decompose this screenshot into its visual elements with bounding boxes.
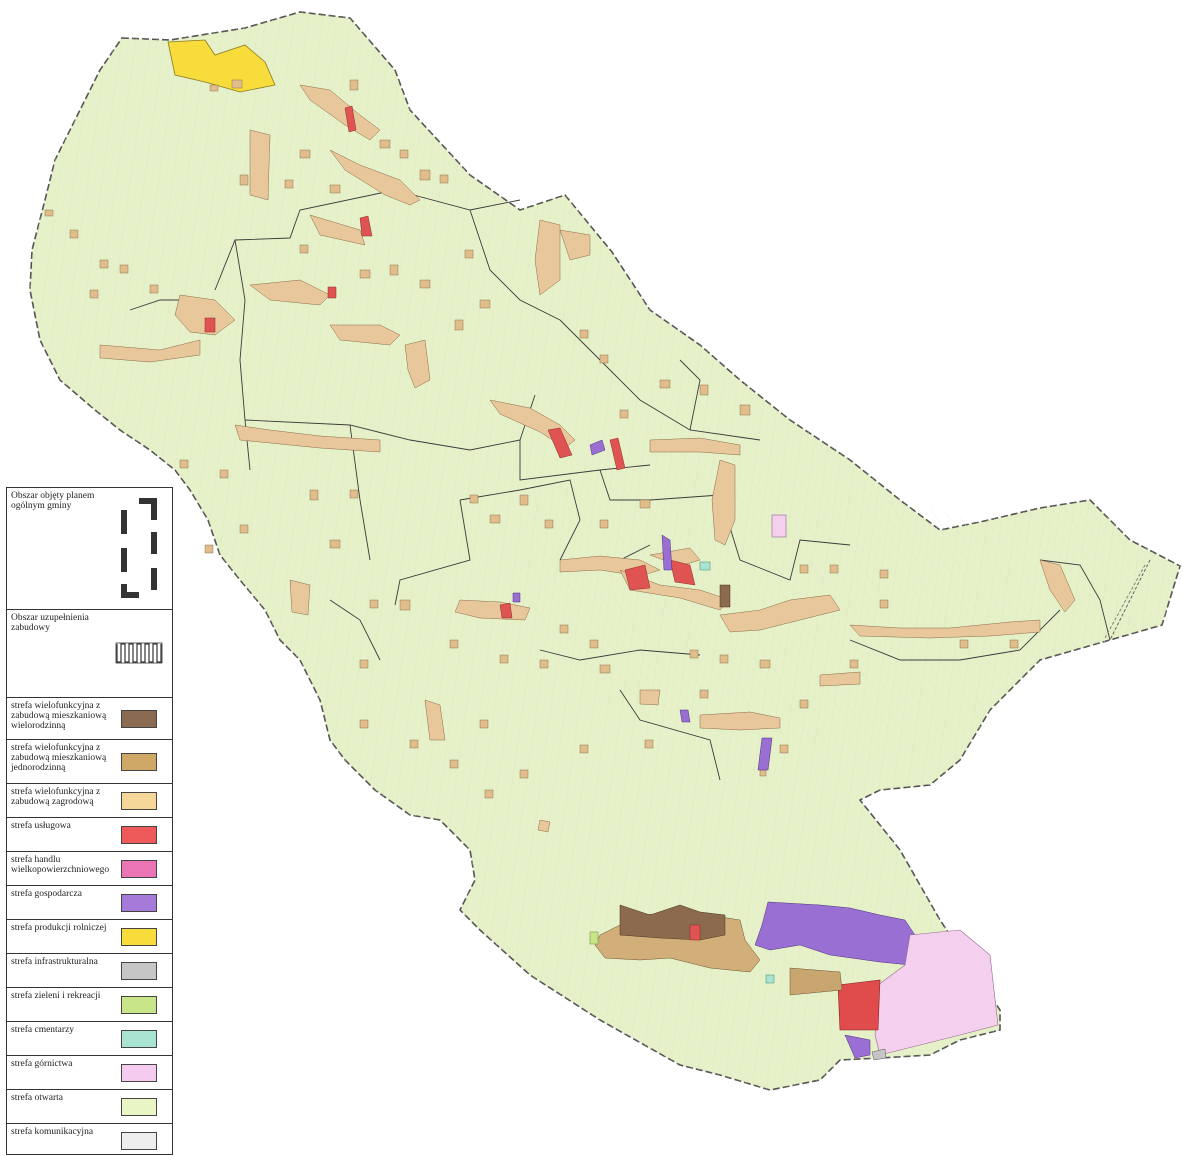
legend-swatch-open [121, 1098, 157, 1116]
legend-label: strefa gospodarcza [11, 889, 82, 899]
legend-label: strefa cmentarzy [11, 1025, 75, 1035]
legend-swatch-farmstead [121, 792, 157, 810]
legend-label: strefa wielofunkcyjna z zabudową mieszka… [11, 701, 107, 731]
legend-item-multifamily: strefa wielofunkcyjna z zabudową mieszka… [7, 698, 172, 740]
legend-item-agri-production: strefa produkcji rolniczej [7, 920, 172, 954]
legend-item-infrastructure: strefa infrastrukturalna [7, 954, 172, 988]
legend-label: strefa wielofunkcyjna z zabudową mieszka… [11, 743, 107, 773]
legend-item-service: strefa usługowa [7, 818, 172, 852]
legend-swatch-cemetery [121, 1030, 157, 1048]
legend-swatch-agri-production [121, 928, 157, 946]
service-zones [204, 105, 696, 619]
legend-label: strefa infrastrukturalna [11, 957, 98, 967]
southern-service-block [837, 979, 881, 1031]
legend-item-infill-area: Obszar uzupełnienia zabudowy [7, 610, 172, 698]
legend-item-open: strefa otwarta [7, 1090, 172, 1124]
legend-label: strefa produkcji rolniczej [11, 923, 107, 933]
legend-item-mining: strefa górnictwa [7, 1056, 172, 1090]
economic-zones [512, 534, 916, 1059]
industrial-economic-zone [754, 901, 916, 966]
mining-zones [771, 514, 999, 1056]
legend-label: strefa otwarta [11, 1093, 63, 1103]
legend-item-transport: strefa komunikacyjna [7, 1124, 172, 1156]
legend-item-singlefamily: strefa wielofunkcyjna z zabudową mieszka… [7, 740, 172, 784]
agricultural-production-area [167, 39, 276, 93]
legend-swatch-service [121, 826, 157, 844]
legend-swatch-economic [121, 894, 157, 912]
legend-swatch-mining [121, 1064, 157, 1082]
legend-label: strefa handlu wielkopowierzchniowego [11, 855, 110, 875]
legend-label: strefa zieleni i rekreacji [11, 991, 101, 1001]
legend-item-plan-area: Obszar objęty planem ogólnym gminy [7, 488, 172, 610]
legend-label: strefa wielofunkcyjna z zabudową zagrodo… [11, 787, 101, 807]
legend-swatch-multifamily [121, 710, 157, 728]
legend-item-farmstead: strefa wielofunkcyjna z zabudową zagrodo… [7, 784, 172, 818]
legend-label: Obszar objęty planem ogólnym gminy [11, 491, 95, 511]
legend-label: strefa komunikacyjna [11, 1127, 94, 1137]
legend-item-green-recreation: strefa zieleni i rekreacji [7, 988, 172, 1022]
legend-label: Obszar uzupełnienia zabudowy [11, 613, 89, 633]
legend-swatch-transport [121, 1132, 157, 1150]
scattered-buildings [44, 79, 1019, 799]
legend-item-retail: strefa handlu wielkopowierzchniowego [7, 852, 172, 886]
legend-item-economic: strefa gospodarcza [7, 886, 172, 920]
legend-label: strefa usługowa [11, 821, 71, 831]
southern-tan-block [789, 967, 843, 996]
legend-label: strefa górnictwa [11, 1059, 73, 1069]
plan-boundary-icon [121, 498, 157, 598]
legend-item-cemetery: strefa cmentarzy [7, 1022, 172, 1056]
map-legend: Obszar objęty planem ogólnym gminy Obsza… [6, 487, 173, 1155]
legend-swatch-retail [121, 860, 157, 878]
legend-swatch-singlefamily [121, 753, 157, 771]
legend-swatch-green-recreation [121, 996, 157, 1014]
infill-area-icon [115, 642, 163, 664]
legend-swatch-infrastructure [121, 962, 157, 980]
